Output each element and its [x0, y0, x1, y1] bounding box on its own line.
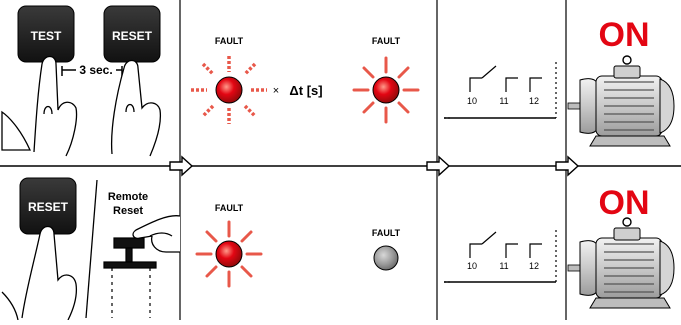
hand-pressing-icon [110, 59, 162, 157]
delta-t-label: Δt [s] [289, 83, 322, 98]
multiply-sign: × [273, 85, 279, 97]
terminal-12: 12 [529, 96, 539, 106]
reset-button[interactable]: RESET [103, 5, 161, 63]
steady-led-icon [352, 56, 420, 124]
steady-led-icon [195, 220, 263, 288]
separator-line [85, 179, 98, 319]
hand-pressing-icon [132, 215, 181, 253]
hold-bracket [61, 66, 76, 76]
reset-button-label: RESET [28, 200, 69, 214]
relay-contact-icon [444, 230, 557, 283]
arrow-right-icon [169, 156, 193, 176]
fault-label: FAULT [372, 36, 401, 46]
relay-contact-icon [444, 62, 557, 119]
terminal-labels: 10 11 12 [467, 261, 539, 271]
arrow-right-icon [426, 156, 450, 176]
electric-motor-icon [567, 217, 675, 309]
remote-reset-label: Reset [113, 205, 143, 217]
fault-label: FAULT [215, 36, 244, 46]
test-button-label: TEST [31, 29, 62, 43]
reset-button[interactable]: RESET [19, 177, 77, 235]
reset-button-label: RESET [112, 29, 153, 43]
test-button[interactable]: TEST [17, 5, 75, 63]
fault-label: FAULT [215, 203, 244, 213]
blinking-led-icon [191, 56, 267, 124]
terminal-11: 11 [499, 96, 508, 106]
hand-pressing-icon [1, 225, 78, 321]
led-off-icon [373, 245, 399, 271]
terminal-labels: 10 11 12 [467, 96, 539, 106]
fault-label: FAULT [372, 228, 401, 238]
motor-state-label: ON [599, 184, 650, 222]
terminal-11: 11 [499, 261, 508, 271]
motor-state-label: ON [599, 16, 650, 54]
remote-reset-label: Remote [108, 191, 148, 203]
hold-time-label: 3 sec. [79, 63, 112, 77]
hold-bracket [116, 66, 123, 76]
arrow-right-icon [555, 156, 579, 176]
terminal-12: 12 [529, 261, 539, 271]
terminal-10: 10 [467, 261, 477, 271]
hand-pressing-icon [1, 55, 78, 157]
push-button-icon[interactable] [103, 237, 157, 318]
electric-motor-icon [567, 55, 675, 147]
terminal-10: 10 [467, 96, 477, 106]
